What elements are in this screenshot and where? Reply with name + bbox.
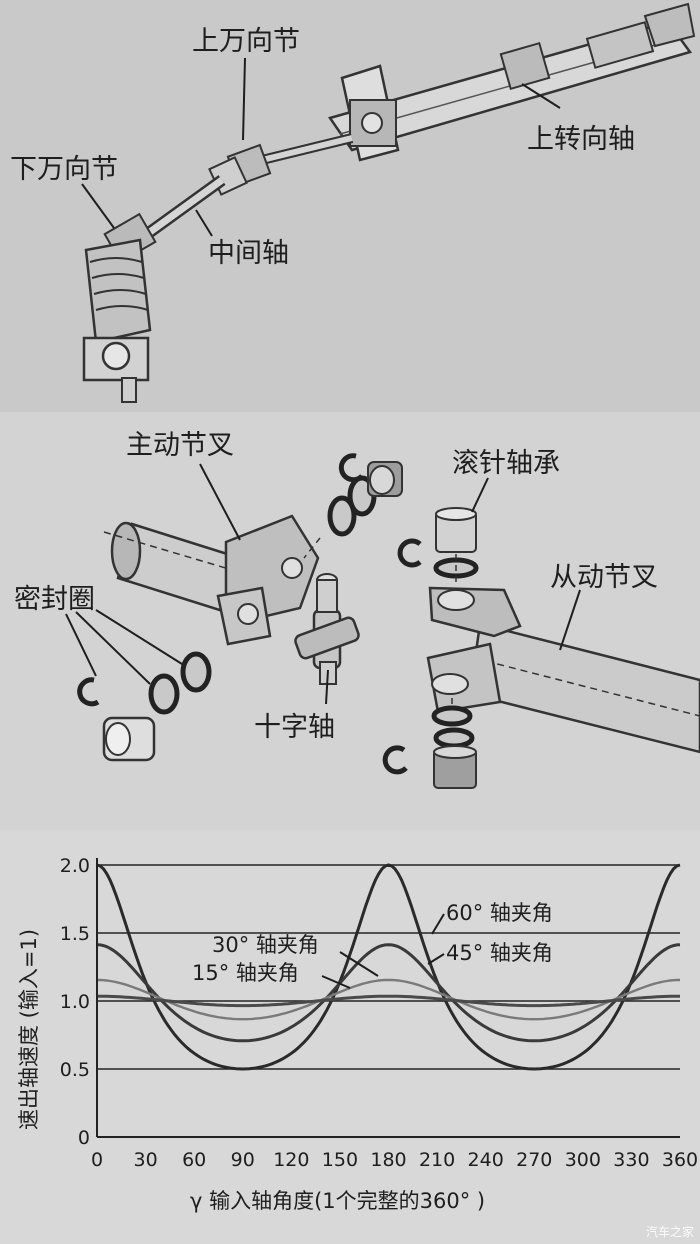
watermark: 汽车之家 xyxy=(645,1225,694,1239)
upper-universal-joint-drawing xyxy=(208,133,354,196)
series-line-30 xyxy=(97,978,680,1021)
upper-universal-joint-label: 上万向节 xyxy=(192,26,300,57)
needle-bearing-label: 滚针轴承 xyxy=(452,448,560,479)
x-tick-label: 60 xyxy=(182,1149,206,1171)
x-tick-label: 180 xyxy=(370,1149,406,1171)
chart-axes xyxy=(96,858,680,1138)
series-line-15 xyxy=(97,994,680,1008)
universal-joint-drawing: 主动节叉 滚针轴承 从动节叉 密封圈 十字轴 xyxy=(14,430,700,789)
series-line-45 xyxy=(96,943,681,1043)
left-bearing-set-drawing xyxy=(77,651,212,762)
y-tick-label: 1.0 xyxy=(60,991,90,1013)
chart-svg: 0 30 60 90 120 150 180 210 240 270 300 330 360 0 0.5 1… xyxy=(17,855,698,1213)
x-tick-labels: 0 30 60 90 120 150 180 210 240 270 300 330 360 xyxy=(91,1149,698,1171)
x-axis-title: γ 输入轴角度(1个完整的360° ) xyxy=(190,1189,485,1213)
x-tick-label: 120 xyxy=(273,1149,309,1171)
universal-joint-exploded-view: 主动节叉 滚针轴承 从动节叉 密封圈 十字轴 xyxy=(0,412,700,830)
x-tick-label: 270 xyxy=(516,1149,552,1171)
driven-yoke-label: 从动节叉 xyxy=(550,562,658,593)
lower-universal-joint-label: 下万向节 xyxy=(10,154,118,185)
y-tick-label: 0.5 xyxy=(60,1059,90,1081)
driving-yoke-drawing xyxy=(103,514,320,646)
column-bracket-drawing xyxy=(340,64,400,162)
x-tick-label: 240 xyxy=(468,1149,504,1171)
x-tick-label: 360 xyxy=(662,1149,698,1171)
series-line-60 xyxy=(96,863,681,1071)
driven-yoke-drawing xyxy=(426,586,700,754)
y-tick-label: 2.0 xyxy=(60,855,90,877)
y-axis-title: 速出轴速度 (输入=1) xyxy=(17,929,41,1130)
x-tick-label: 300 xyxy=(565,1149,601,1171)
lower-universal-joint-drawing xyxy=(82,212,157,403)
x-tick-label: 90 xyxy=(231,1149,255,1171)
cross-shaft-label: 十字轴 xyxy=(254,712,335,743)
steering-column-drawing: 上万向节 下万向节 中间轴 上转向轴 xyxy=(10,2,696,403)
x-tick-label: 30 xyxy=(133,1149,157,1171)
y-tick-label: 1.5 xyxy=(60,923,90,945)
upper-steering-shaft-drawing xyxy=(327,2,696,152)
steering-column-illustration: 上万向节 下万向节 中间轴 上转向轴 xyxy=(0,0,700,412)
series-label-15: 15° 轴夹角 xyxy=(192,961,299,985)
upper-bearing-set-drawing xyxy=(303,453,403,559)
intermediate-shaft-drawing xyxy=(146,175,226,237)
cross-shaft-drawing xyxy=(294,573,360,685)
intermediate-shaft-label: 中间轴 xyxy=(208,238,289,269)
chart-series xyxy=(96,863,681,1071)
series-label-30: 30° 轴夹角 xyxy=(212,933,319,957)
reference-lines xyxy=(97,864,680,1070)
x-tick-label: 210 xyxy=(419,1149,455,1171)
series-label-45: 45° 轴夹角 xyxy=(446,941,553,965)
y-tick-label: 0 xyxy=(78,1127,90,1149)
x-tick-label: 150 xyxy=(322,1149,358,1171)
driving-yoke-label: 主动节叉 xyxy=(126,430,234,461)
x-tick-label: 0 xyxy=(91,1149,103,1171)
output-speed-chart: 0 30 60 90 120 150 180 210 240 270 300 330 360 0 0.5 1… xyxy=(0,830,700,1244)
y-tick-labels: 0 0.5 1.0 1.5 2.0 xyxy=(60,855,90,1149)
upper-steering-shaft-label: 上转向轴 xyxy=(527,124,635,155)
driven-bearing-set-drawing xyxy=(382,507,479,789)
series-label-60: 60° 轴夹角 xyxy=(446,901,553,925)
seal-ring-label: 密封圈 xyxy=(14,584,95,615)
x-tick-label: 330 xyxy=(613,1149,649,1171)
